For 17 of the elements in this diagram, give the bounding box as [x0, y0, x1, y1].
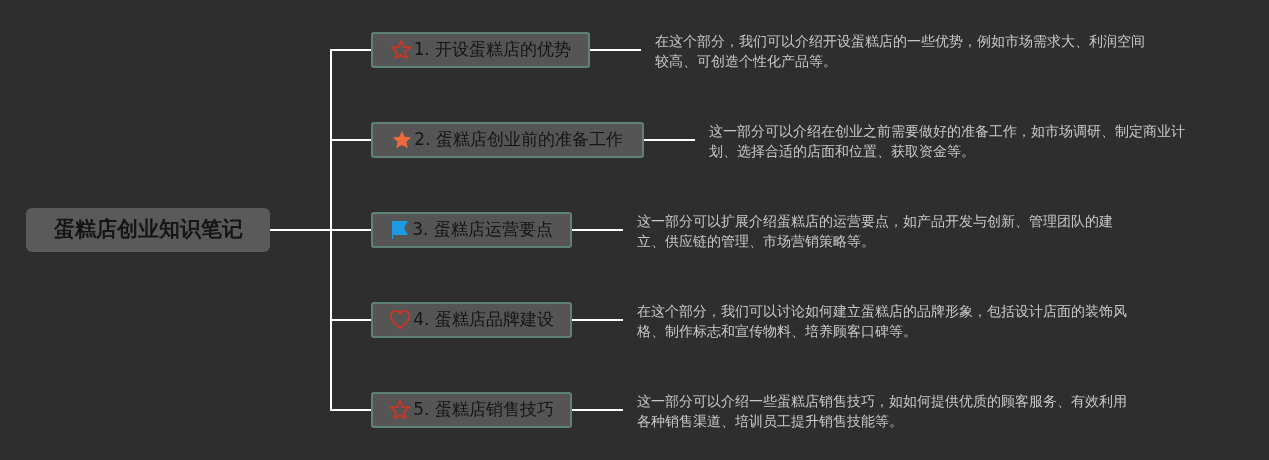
connector-line	[269, 229, 372, 411]
topic-label: 5. 蛋糕店销售技巧	[413, 398, 554, 422]
description-text: 这一部分可以介绍一些蛋糕店销售技巧，如如何提供优质的顾客服务、有效利用各种销售渠道、培训员工提升销售技能等。	[637, 391, 1132, 431]
connector-line	[589, 49, 642, 51]
topic-label: 1. 开设蛋糕店的优势	[413, 38, 572, 62]
connector-line	[643, 139, 696, 141]
topic-label: 4. 蛋糕店品牌建设	[413, 308, 554, 332]
description-text: 这一部分可以介绍在创业之前需要做好的准备工作，如市场调研、制定商业计划、选择合适的店面和位置、获取资金等。	[709, 121, 1199, 161]
topic-label: 2. 蛋糕店创业前的准备工作	[414, 128, 623, 152]
root-topic-box: 蛋糕店创业知识笔记	[26, 208, 270, 252]
description-text: 这一部分可以扩展介绍蛋糕店的运营要点，如产品开发与创新、管理团队的建立、供应链的管理、市场营销策略等。	[637, 211, 1127, 251]
connector-line	[571, 319, 624, 321]
description-text: 在这个部分，我们可以介绍开设蛋糕店的一些优势，例如市场需求大、利润空间较高、可创造个性化产品等。	[655, 31, 1155, 71]
description-text: 在这个部分，我们可以讨论如何建立蛋糕店的品牌形象，包括设计店面的装饰风格、制作标志和宣传物料、培养顾客口碑等。	[637, 301, 1142, 341]
connector-line	[571, 409, 624, 411]
topic-label: 3. 蛋糕店运营要点	[412, 218, 553, 242]
connector-line	[571, 229, 624, 231]
